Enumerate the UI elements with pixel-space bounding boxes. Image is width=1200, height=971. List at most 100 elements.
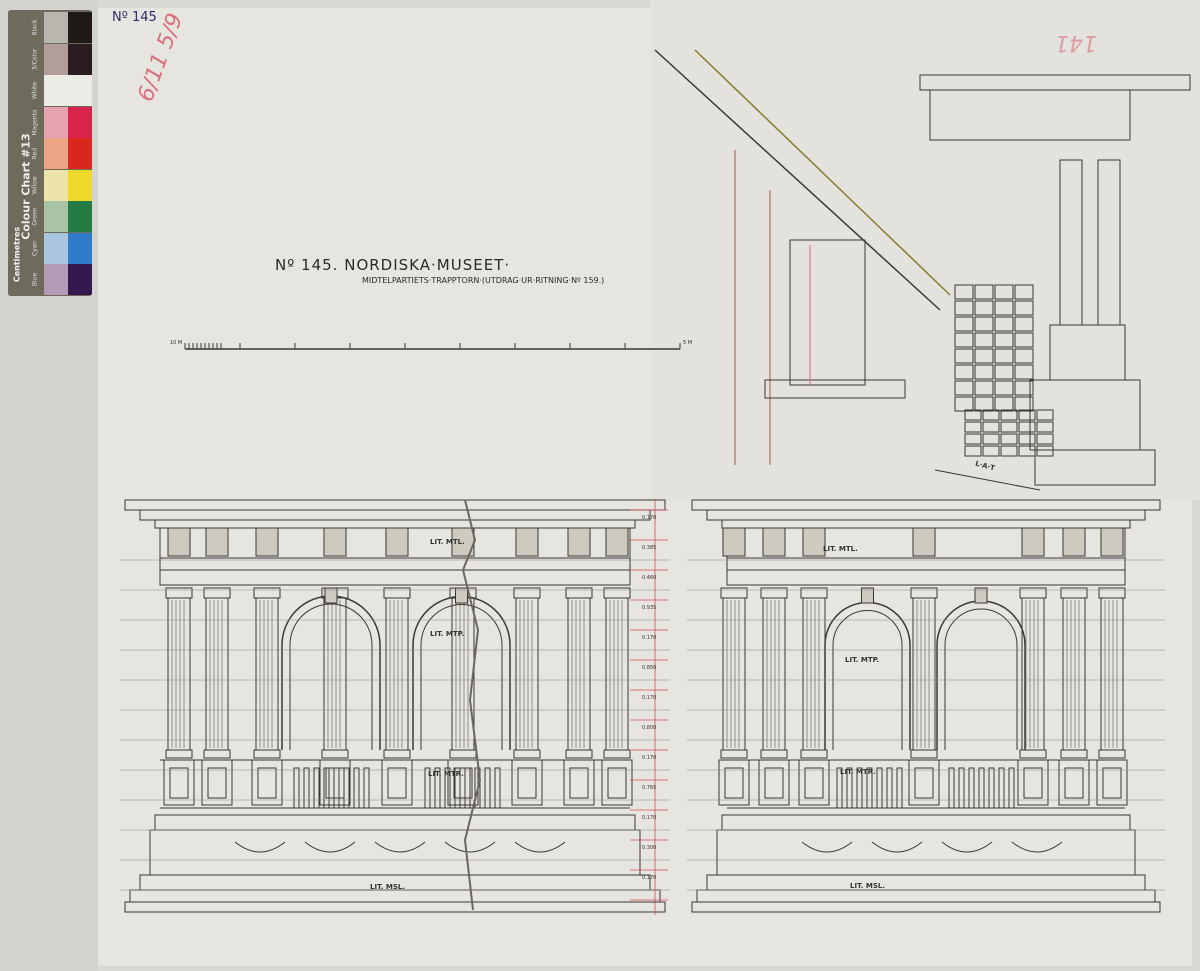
keystone — [324, 587, 338, 604]
baluster — [303, 767, 310, 809]
baluster — [968, 767, 975, 809]
capital — [565, 587, 593, 599]
carved-bracket — [1021, 527, 1045, 557]
masonry-block — [964, 445, 982, 457]
baluster — [988, 767, 995, 809]
pedestal-panel — [207, 767, 227, 799]
carved-bracket — [1062, 527, 1086, 557]
swatch-dark — [68, 75, 92, 106]
masonry-block — [982, 409, 1000, 421]
arch — [412, 595, 511, 750]
carved-bracket — [323, 527, 347, 557]
label-lit-mtr-right: LIT. MTR. — [840, 768, 876, 776]
dimension-label: 0.300 — [642, 845, 657, 851]
stair-step — [691, 901, 1161, 913]
fluted-column — [1062, 597, 1086, 751]
column-base — [165, 749, 193, 759]
masonry-block — [982, 433, 1000, 445]
baluster — [333, 767, 340, 809]
dimension-label: 0.765 — [642, 785, 657, 791]
swatch-light — [44, 264, 68, 295]
architrave — [726, 569, 1126, 586]
capital — [383, 587, 411, 599]
dimension-label: 0.170 — [642, 515, 657, 521]
carved-bracket — [205, 527, 229, 557]
masonry-block — [954, 348, 974, 364]
pedestal-panel — [914, 767, 934, 799]
fluted-column — [515, 597, 539, 751]
column-base — [760, 749, 788, 759]
arch — [281, 595, 381, 750]
label-lit-mtl: LIT. MTL. — [430, 538, 465, 546]
plinth — [721, 814, 1131, 831]
pedestal-panel — [724, 767, 744, 799]
swatch-light — [44, 232, 68, 264]
label-lit-mtp: LIT. MTP. — [430, 630, 465, 638]
carved-bracket — [912, 527, 936, 557]
arch — [936, 600, 1026, 750]
column-base — [449, 749, 477, 759]
baluster — [484, 767, 491, 809]
masonry-block — [1036, 433, 1054, 445]
column-base — [565, 749, 593, 759]
wall-section — [734, 150, 771, 465]
capital — [165, 587, 193, 599]
swatch-light — [44, 43, 68, 75]
carved-bracket — [515, 527, 539, 557]
masonry-block — [1036, 445, 1054, 457]
masonry-block — [964, 433, 982, 445]
carved-bracket — [1100, 527, 1124, 557]
swatch-dark — [68, 12, 92, 43]
capital — [253, 587, 281, 599]
fluted-column — [912, 597, 936, 751]
fluted-column — [567, 597, 591, 751]
base-course — [149, 829, 641, 876]
masonry-block — [974, 396, 994, 412]
capital — [203, 587, 231, 599]
masonry-block — [974, 284, 994, 300]
level-line — [934, 469, 1041, 491]
masonry-block — [982, 421, 1000, 433]
cornice — [706, 509, 1146, 521]
swatch-light — [44, 169, 68, 201]
base-section — [1029, 379, 1141, 451]
swatch-dark — [68, 106, 92, 138]
garland — [941, 841, 993, 853]
baluster — [313, 767, 320, 809]
scale-start: 10 M — [170, 340, 183, 346]
pedestal-panel — [257, 767, 277, 799]
cornice — [139, 509, 651, 521]
masonry-block — [974, 332, 994, 348]
column-base — [383, 749, 411, 759]
column-base — [800, 749, 828, 759]
stair-step — [124, 901, 666, 913]
masonry-block — [994, 300, 1014, 316]
carved-bracket — [605, 527, 629, 557]
carved-bracket — [802, 527, 826, 557]
dimension-label: 0.170 — [642, 695, 657, 701]
label-lit-msl: LIT. MSL. — [370, 883, 405, 891]
masonry-block — [974, 300, 994, 316]
masonry-block — [1014, 396, 1034, 412]
masonry-block — [1014, 284, 1034, 300]
dimension-label: 0.170 — [642, 875, 657, 881]
baluster — [343, 767, 350, 809]
fluted-column — [722, 597, 746, 751]
masonry-block — [954, 396, 974, 412]
dimension-label: 0.800 — [642, 725, 657, 731]
pedestal-panel — [1023, 767, 1043, 799]
stair-step — [696, 889, 1156, 903]
fluted-column — [605, 597, 629, 751]
centimetre-ruler: Colour Chart #13 Centimetres — [8, 10, 44, 296]
label-lit-mtl-right: LIT. MTL. — [823, 545, 858, 553]
column-base — [1019, 749, 1047, 759]
swatch-dark — [68, 43, 92, 75]
column-base — [1098, 749, 1126, 759]
frieze — [154, 519, 636, 529]
masonry-block — [1014, 300, 1034, 316]
stair-section — [1034, 449, 1156, 486]
capital — [1060, 587, 1088, 599]
carved-bracket — [255, 527, 279, 557]
masonry-block — [954, 332, 974, 348]
